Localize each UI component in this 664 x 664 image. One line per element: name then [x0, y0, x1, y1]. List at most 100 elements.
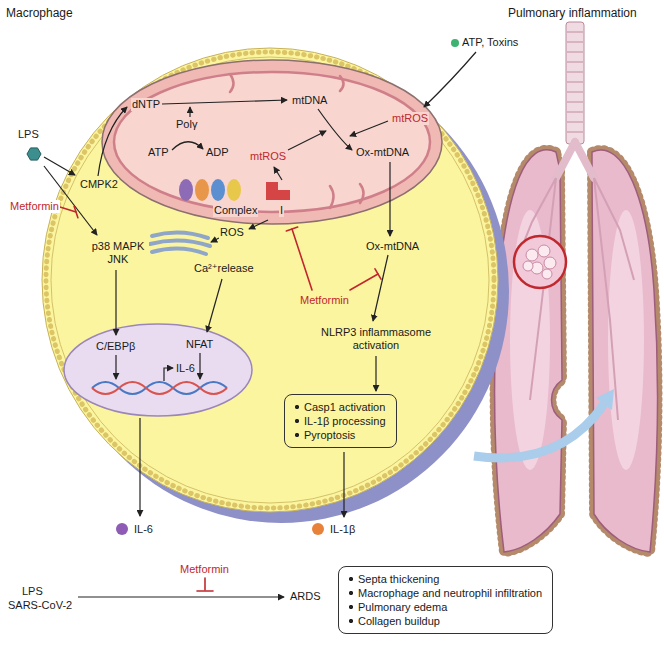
trachea [556, 142, 594, 178]
molecule-icon [116, 523, 128, 535]
bullet-item: Casp1 activation [293, 400, 386, 414]
trachea [566, 22, 584, 144]
pathway-arrow [78, 596, 284, 597]
inhibition-mark [197, 590, 213, 592]
node-text: Ca²⁺release [193, 262, 255, 275]
cell-body [42, 48, 498, 512]
text-label: Pulmonary inflammation [508, 6, 637, 20]
text-label: ATP, Toxins [462, 36, 518, 49]
cell-membrane [51, 57, 489, 503]
pathway-arrow [211, 238, 219, 242]
text-label: ARDS [290, 590, 321, 603]
pleura [592, 150, 657, 552]
endoplasmic-reticulum [150, 240, 210, 246]
bullet-item: Macrophage and neutrophil infiltration [347, 586, 542, 600]
pathway-arrow [288, 131, 326, 150]
nucleus: C/EBPβNFATIL-6 [62, 322, 254, 418]
pathway-arrow [207, 279, 222, 332]
alveoli-focus [538, 245, 550, 257]
lung-lobe [510, 210, 550, 470]
node-text: IL-6 [175, 362, 196, 375]
pathway-arrow [424, 52, 476, 107]
node-text: ROS [219, 226, 245, 239]
nucleus-shape [62, 322, 254, 418]
inhibition-mark [375, 269, 381, 279]
macrophage-cell: CMPK2p38 MAPK JNKROSCa²⁺releaseMetformin… [38, 44, 518, 528]
pathway-arrow [199, 353, 200, 379]
trachea [567, 121, 583, 123]
bullet-item: Pulmonary edema [347, 600, 542, 614]
pathway-arrow [189, 107, 190, 117]
inhibition-mark [60, 206, 381, 591]
bullet-item: Pyroptosis [293, 428, 386, 442]
pathway-arrow [343, 452, 344, 517]
node-text: Polγ [175, 118, 198, 131]
pathway-arrow [350, 121, 388, 136]
pathway-arrow [274, 167, 282, 180]
alveoli-focus [523, 261, 533, 271]
pathway-arrow [139, 418, 140, 516]
molecule-icon [27, 39, 459, 535]
molecule-icon [451, 39, 459, 47]
pathway-arrow [318, 109, 352, 150]
text-label: LPS [22, 585, 43, 598]
text-label: IL-1β [330, 523, 355, 536]
node-text: p38 MAPK JNK [87, 240, 149, 266]
text-label: Macrophage [6, 6, 73, 20]
bullet-item: Septa thickening [347, 572, 542, 586]
pathway-arrow [44, 52, 476, 597]
node-text: CMPK2 [79, 178, 119, 191]
respiratory-complex [179, 179, 290, 201]
inhibition-mark [286, 227, 297, 231]
molecule-icon [27, 148, 41, 160]
dna-strand [92, 382, 227, 394]
text-label: IL-6 [134, 523, 153, 536]
respiratory-complex [227, 179, 241, 201]
respiratory-complex [195, 179, 209, 201]
mitochondrion: dNTPmtDNAPolγATPADPmtROSmtROSOx-mtDNACom… [100, 58, 444, 226]
pathway-arrow [44, 157, 75, 175]
trachea [567, 91, 583, 93]
alveoli-focus [526, 249, 538, 261]
node-text: mtDNA [291, 94, 328, 107]
trachea [516, 22, 634, 420]
bullet-item: Collagen buildup [347, 614, 542, 628]
pathway-arrow [373, 255, 388, 321]
node-text: Ox-mtDNA [355, 146, 410, 159]
pathway-arrow [162, 100, 287, 104]
respiratory-complex [211, 179, 225, 201]
node-text: C/EBPβ [95, 340, 136, 353]
alveoli-focus [523, 245, 556, 279]
crista [230, 74, 364, 208]
trachea [567, 31, 583, 33]
pleura [495, 150, 658, 552]
alveoli-focus [544, 257, 556, 269]
pathway-arrow [164, 368, 173, 381]
alveoli-focus [514, 236, 566, 288]
node-text: ADP [205, 146, 230, 159]
endoplasmic-reticulum [152, 232, 208, 238]
alveoli-focus [542, 269, 552, 279]
pathway-arrow [249, 220, 268, 229]
text-label: Metformin [180, 563, 229, 576]
cell-membrane [46, 52, 494, 508]
trachea [567, 32, 583, 132]
node-text: dNTP [131, 98, 161, 111]
outer-membrane [102, 60, 442, 224]
pathway-arrow [44, 166, 97, 235]
pathway-arrow [98, 107, 127, 176]
endoplasmic-reticulum [150, 232, 210, 254]
flow-arrow [474, 404, 604, 458]
respiratory-complex [266, 182, 290, 200]
text-label: Metformin [9, 200, 60, 213]
node-text: ATP [147, 146, 170, 159]
trachea [567, 111, 583, 113]
inhibition-mark [74, 206, 78, 217]
pathway-arrow [172, 142, 203, 150]
trachea [567, 101, 583, 103]
trachea [567, 131, 583, 133]
node-text: Complex [213, 204, 258, 217]
molecule-icon [312, 523, 324, 535]
inhibition-mark [350, 274, 378, 290]
